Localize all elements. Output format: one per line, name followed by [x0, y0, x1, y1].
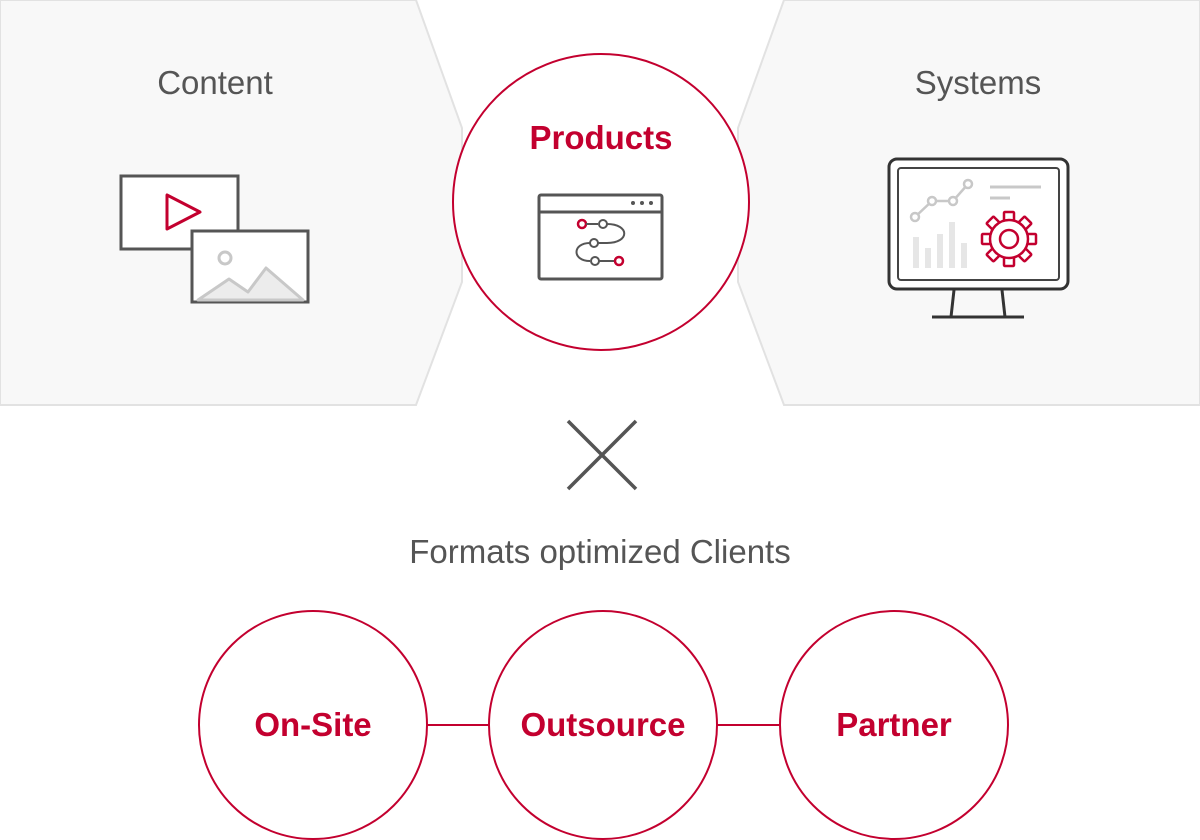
- media-icon: [119, 174, 310, 304]
- monitor-dashboard-icon: [887, 157, 1070, 319]
- systems-label: Systems: [914, 64, 1042, 101]
- workflow-window-icon: [537, 193, 664, 281]
- content-label: Content: [157, 64, 273, 101]
- multiply-icon: [566, 419, 638, 491]
- products-label: Products: [529, 119, 673, 156]
- gear-icon: [980, 210, 1038, 268]
- client-label-outsource: Outsource: [520, 706, 686, 743]
- client-circle-onsite: [198, 610, 428, 840]
- client-label-partner: Partner: [836, 706, 952, 743]
- client-circle-outsource: [488, 610, 718, 840]
- subtitle: Formats optimized Clients: [409, 533, 791, 570]
- client-label-onsite: On-Site: [254, 706, 372, 743]
- client-circle-partner: [779, 610, 1009, 840]
